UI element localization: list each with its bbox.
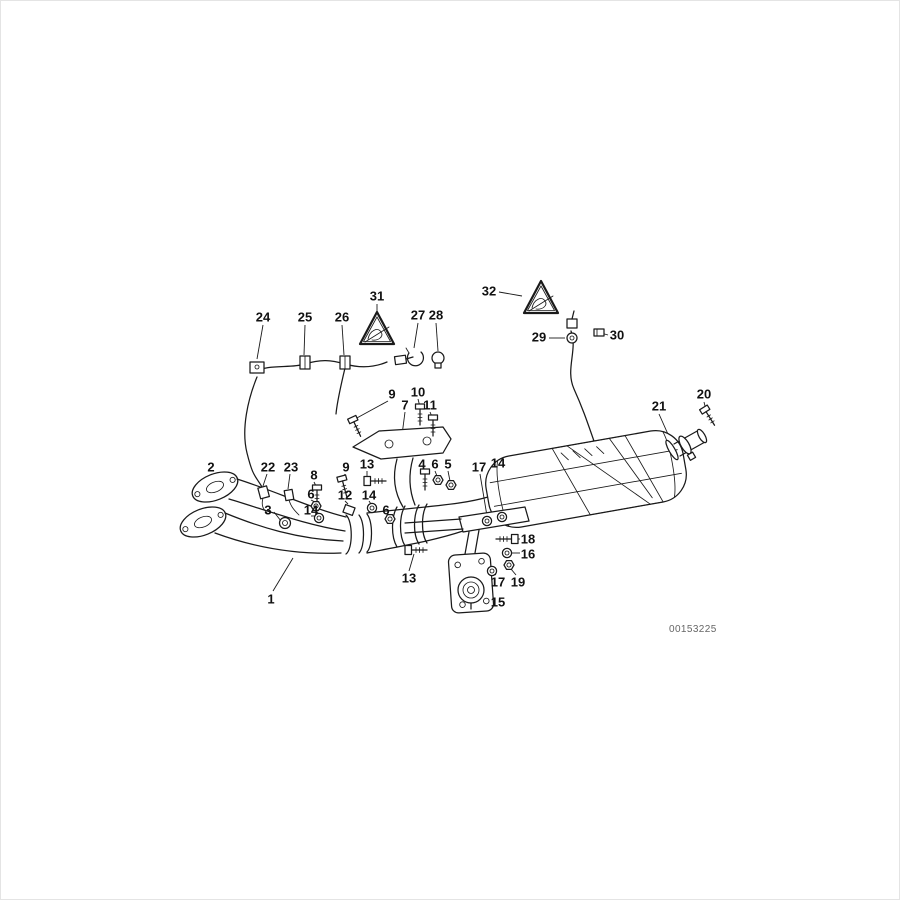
upper-bracket (347, 403, 452, 508)
muffler (485, 429, 687, 529)
warning-triangle-icon (358, 310, 396, 346)
document-id: 00153225 (669, 624, 717, 635)
hardware-items (257, 468, 457, 530)
mount-plate (447, 552, 515, 614)
manifold-flanges (179, 471, 239, 538)
warning-triangle-icon (522, 279, 560, 315)
muffler-bracket (404, 506, 530, 559)
front-pipe (214, 478, 490, 555)
cable-clamps (249, 328, 605, 374)
tailpipe (665, 404, 719, 461)
